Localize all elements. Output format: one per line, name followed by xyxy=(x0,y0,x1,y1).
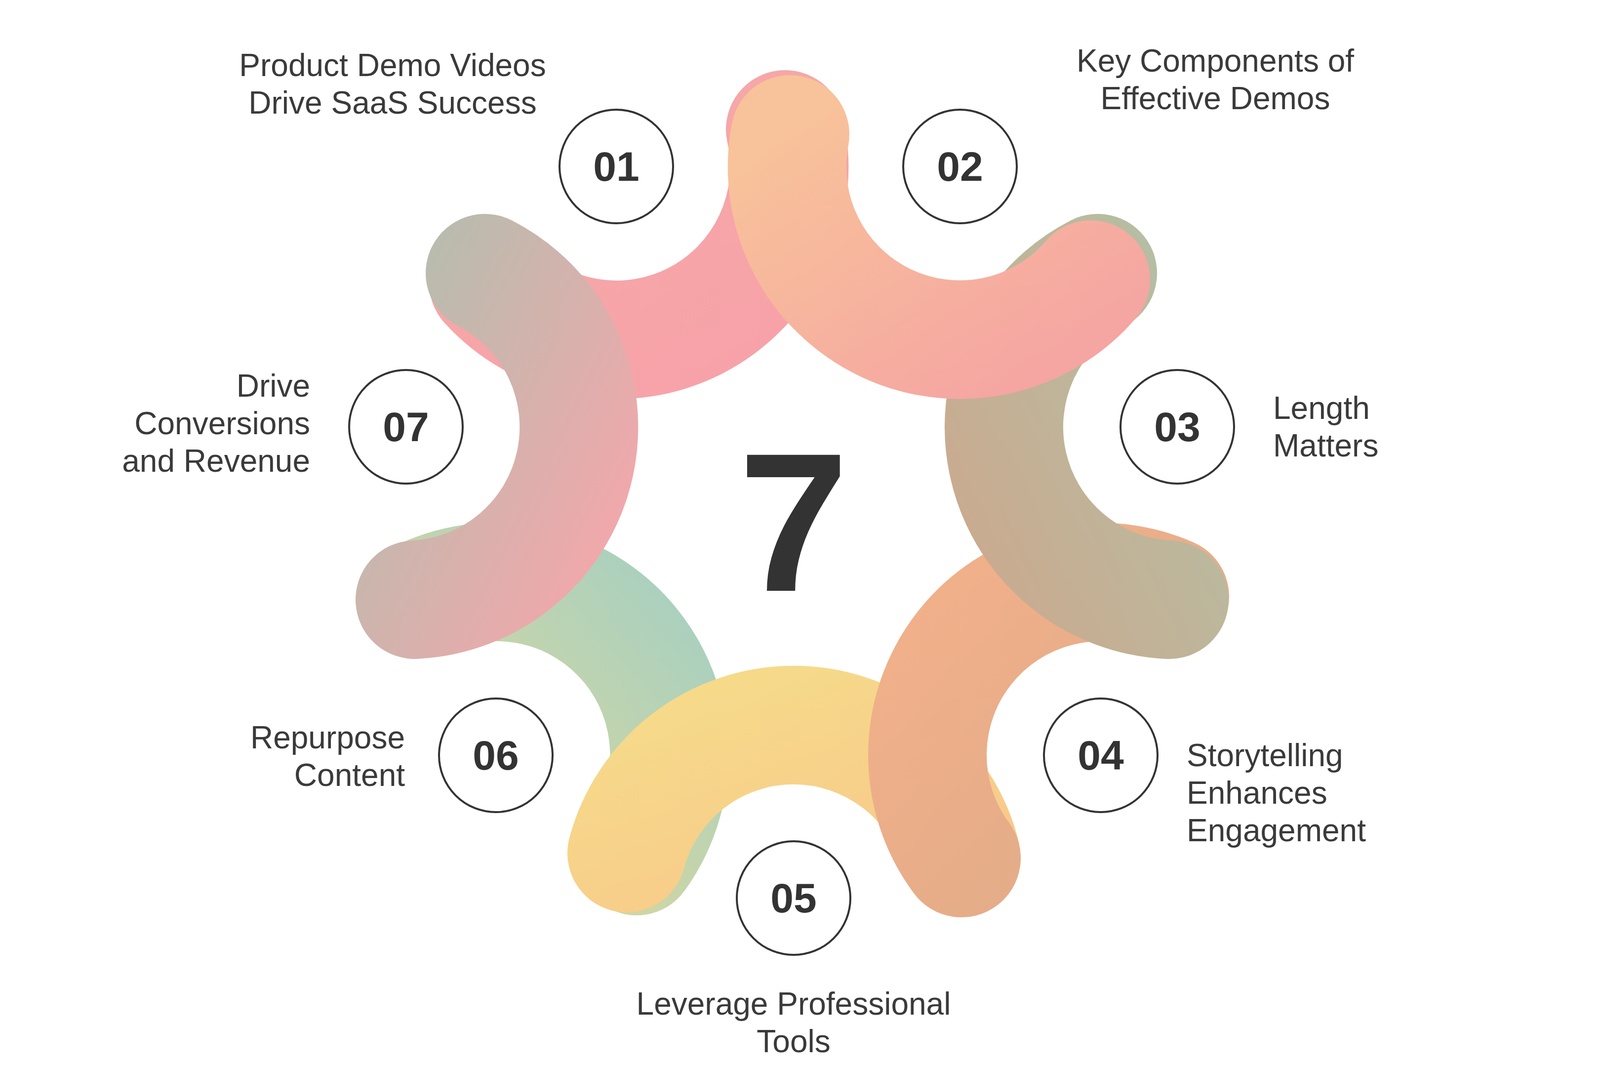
step-label: Key Components of Effective Demos xyxy=(1042,41,1389,118)
step-number: 05 xyxy=(735,839,852,957)
step-label: Repurpose Content xyxy=(217,718,405,794)
step-label: Leverage Professional Tools xyxy=(596,984,992,1060)
center-number: 7 xyxy=(738,423,849,622)
step-number: 06 xyxy=(437,696,555,814)
step-number: 04 xyxy=(1042,696,1160,814)
step-label: Drive Conversions and Revenue xyxy=(87,366,311,480)
numbered-circle: Repurpose Content06 xyxy=(437,696,555,814)
step-number: 03 xyxy=(1119,368,1236,485)
step-label: Product Demo Videos Drive SaaS Success xyxy=(234,46,551,122)
numbered-circle: Leverage Professional Tools05 xyxy=(735,839,852,957)
step-label: Length Matters xyxy=(1273,389,1422,465)
numbered-circle: Drive Conversions and Revenue07 xyxy=(347,368,465,485)
step-number: 01 xyxy=(558,108,675,225)
step-label: Storytelling Enhances Engagement xyxy=(1186,736,1409,849)
step-number: 07 xyxy=(347,368,465,485)
step-number: 02 xyxy=(901,108,1019,225)
numbered-circle: Length Matters03 xyxy=(1119,368,1236,485)
numbered-circle: Key Components of Effective Demos02 xyxy=(901,108,1019,225)
numbered-circle: Product Demo Videos Drive SaaS Success01 xyxy=(558,108,675,225)
numbered-circle: Storytelling Enhances Engagement04 xyxy=(1042,696,1160,814)
